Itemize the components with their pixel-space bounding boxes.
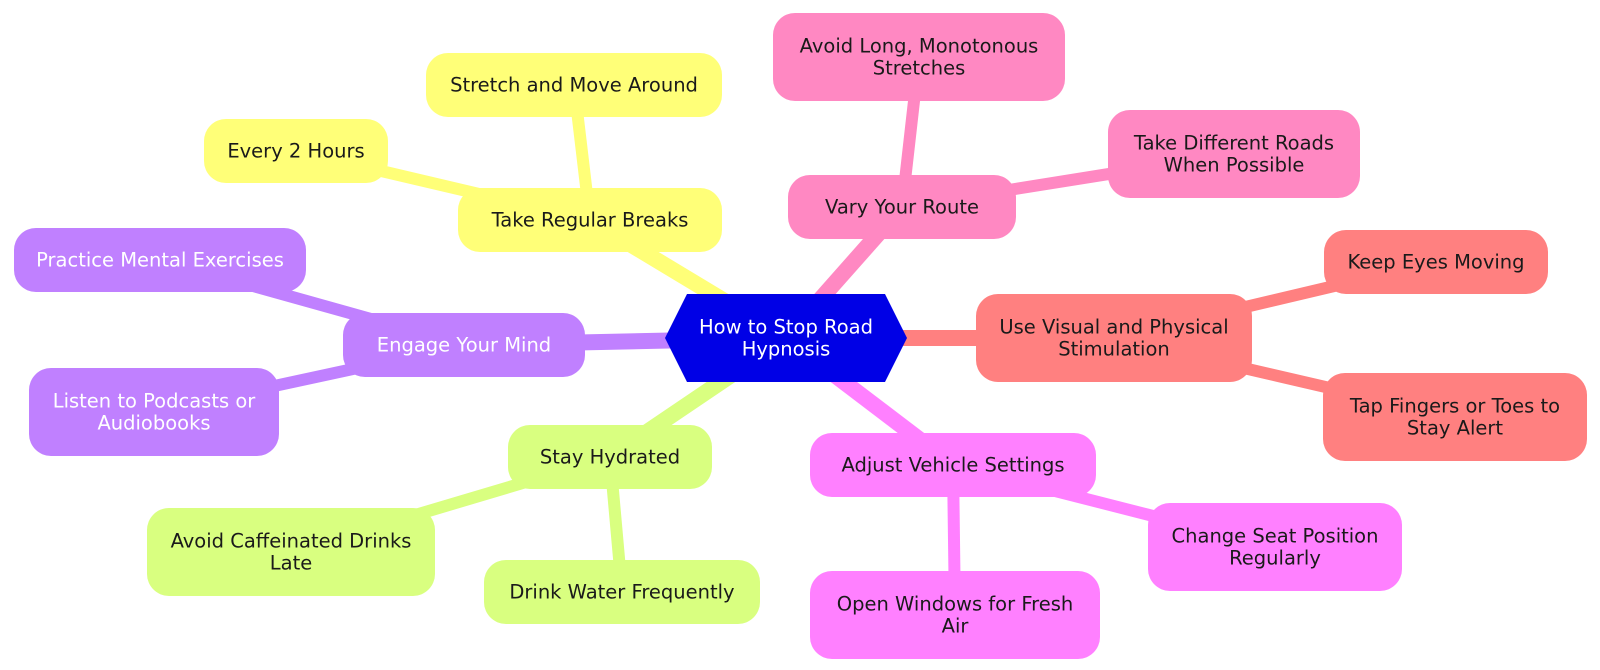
node-label-line: How to Stop Road — [699, 316, 873, 339]
branch-node-vehicle: Adjust Vehicle Settings — [810, 433, 1096, 497]
node-label-line: Stay Hydrated — [540, 446, 680, 469]
node-label-line: Vary Your Route — [825, 196, 979, 219]
node-label-line: Tap Fingers or Toes to — [1349, 395, 1560, 418]
leaf-node-stretch: Stretch and Move Around — [426, 53, 722, 117]
node-box — [508, 425, 712, 489]
node-label-line: Take Regular Breaks — [491, 209, 689, 232]
node-label-line: Open Windows for Fresh — [837, 593, 1073, 616]
node-label-line: Keep Eyes Moving — [1347, 251, 1524, 274]
node-box — [1108, 110, 1360, 198]
node-box — [1324, 230, 1548, 294]
node-label-line: Late — [270, 552, 312, 575]
node-label-line: Listen to Podcasts or — [53, 390, 257, 413]
node-box — [458, 188, 722, 252]
node-box — [1323, 373, 1587, 461]
leaf-node-water: Drink Water Frequently — [484, 560, 760, 624]
node-label-line: Change Seat Position — [1172, 525, 1379, 548]
node-box — [14, 228, 306, 292]
node-box — [788, 175, 1016, 239]
node-box — [810, 433, 1096, 497]
branch-node-breaks: Take Regular Breaks — [458, 188, 722, 252]
node-box — [147, 508, 435, 596]
node-label-line: Stimulation — [1058, 338, 1170, 361]
node-label-line: Avoid Caffeinated Drinks — [171, 530, 412, 553]
node-label-line: Audiobooks — [97, 412, 210, 435]
node-box — [976, 294, 1252, 382]
node-label-line: Every 2 Hours — [227, 140, 364, 163]
node-box — [29, 368, 279, 456]
node-label-line: Air — [942, 615, 970, 638]
node-label-line: Stretches — [873, 57, 966, 80]
node-label-line: Drink Water Frequently — [509, 581, 734, 604]
node-box — [343, 313, 585, 377]
node-label-line: Engage Your Mind — [377, 334, 551, 357]
leaf-node-every2: Every 2 Hours — [204, 119, 388, 183]
leaf-node-mental: Practice Mental Exercises — [14, 228, 306, 292]
branch-node-mind: Engage Your Mind — [343, 313, 585, 377]
branch-node-route: Vary Your Route — [788, 175, 1016, 239]
node-box — [1148, 503, 1402, 591]
node-label-line: Hypnosis — [742, 338, 831, 361]
root-hexagon — [665, 294, 907, 382]
node-box — [426, 53, 722, 117]
node-label-line: Take Different Roads — [1133, 132, 1334, 155]
node-label-line: Adjust Vehicle Settings — [841, 454, 1064, 477]
node-label-line: Regularly — [1229, 547, 1321, 570]
node-label-line: Stretch and Move Around — [450, 74, 698, 97]
node-label-line: Practice Mental Exercises — [36, 249, 284, 272]
node-label-line: Use Visual and Physical — [999, 316, 1228, 339]
node-label-line: Stay Alert — [1407, 417, 1503, 440]
node-box — [810, 571, 1100, 659]
leaf-node-eyes: Keep Eyes Moving — [1324, 230, 1548, 294]
branch-node-hydrated: Stay Hydrated — [508, 425, 712, 489]
node-box — [773, 13, 1065, 101]
node-label-line: Avoid Long, Monotonous — [800, 35, 1039, 58]
node-box — [204, 119, 388, 183]
node-box — [484, 560, 760, 624]
node-label-line: When Possible — [1164, 154, 1305, 177]
